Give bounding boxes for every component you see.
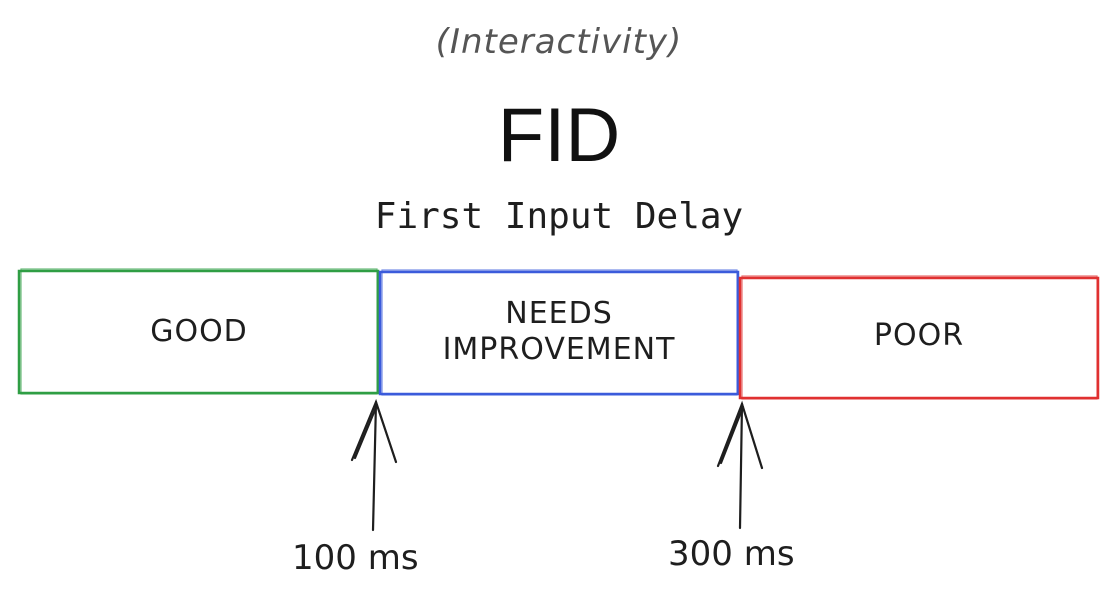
segment-poor-box bbox=[738, 275, 1100, 400]
segment-good-box bbox=[17, 268, 380, 395]
category-subtitle: (Interactivity) bbox=[435, 22, 683, 62]
threshold-100-arrow bbox=[350, 398, 398, 532]
segment-good-label: GOOD bbox=[150, 314, 248, 349]
threshold-300-label: 300 ms bbox=[668, 534, 795, 574]
segment-needs-improvement-box bbox=[378, 269, 740, 396]
metric-title: FID bbox=[497, 93, 621, 178]
metric-full-name: First Input Delay bbox=[374, 196, 744, 237]
threshold-300-arrow bbox=[716, 400, 764, 530]
segment-needs-improvement-label: NEEDS IMPROVEMENT bbox=[442, 296, 676, 367]
threshold-100-label: 100 ms bbox=[292, 538, 419, 578]
segment-poor-label: POOR bbox=[873, 318, 965, 353]
